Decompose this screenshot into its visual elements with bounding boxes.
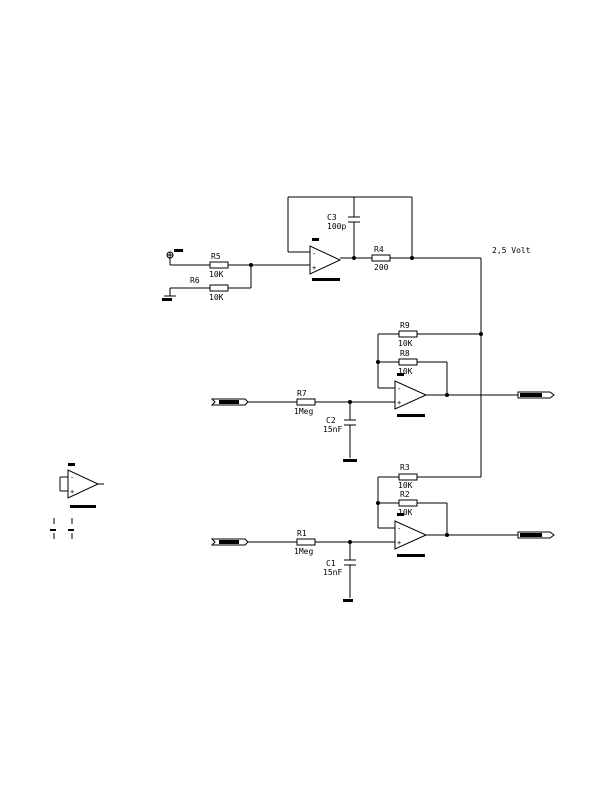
u2-minus-pin: - [397,385,401,393]
ground-symbol [343,599,353,602]
resistor-r9: R9 10K [398,321,418,348]
ground-symbol [343,459,357,462]
r4-value: 200 [374,263,389,272]
c2-ref: C2 [326,416,336,425]
output-connector-1 [517,391,555,399]
power-pin-markers [50,518,74,539]
capacitor-c1: C1 15nF [323,559,356,577]
opamp-u3: - + [394,513,428,557]
r7-value: 1Meg [294,407,313,416]
r8-ref: R8 [400,349,410,358]
junction-dot [479,332,483,336]
r8-value: 10K [398,367,413,376]
resistor-r4: R4 200 [371,245,391,272]
resistor-r6: R6 10K [190,276,229,302]
c3-ref: C3 [327,213,337,222]
resistor-r2: R2 10K [398,490,418,517]
capacitor-c3: C3 100p [327,213,360,231]
resistor-r1: R1 1Meg [294,529,316,556]
r3-ref: R3 [400,463,410,472]
u3-plus-pin: + [397,539,401,547]
r9-ref: R9 [400,321,410,330]
c2-value: 15nF [323,425,342,434]
capacitor-c2: C2 15nF [323,416,356,434]
c1-ref: C1 [326,559,336,568]
r3-value: 10K [398,481,413,490]
spare-minus-pin: - [70,474,74,482]
r9-value: 10K [398,339,413,348]
c3-value: 100p [327,222,346,231]
input-connector-1 [210,398,249,406]
opamp-spare: - + [59,463,104,508]
r2-value: 10K [398,508,413,517]
u1-minus-pin: - [312,250,316,258]
r4-ref: R4 [374,245,384,254]
ground-symbol [162,295,176,301]
power-input-symbol [166,249,183,259]
resistor-r3: R3 10K [398,463,418,490]
r1-ref: R1 [297,529,307,538]
output-connector-2 [517,531,555,539]
net-label-2v5: 2,5 Volt [492,246,531,255]
resistor-r8: R8 10K [398,349,418,376]
opamp-u1: - + [309,238,342,281]
r6-ref: R6 [190,276,200,285]
r1-value: 1Meg [294,547,313,556]
junction-dot [445,393,449,397]
r7-ref: R7 [297,389,307,398]
opamp-u2: - + [394,373,428,417]
resistor-r5: R5 10K [209,252,229,279]
u3-minus-pin: - [397,525,401,533]
u1-plus-pin: + [312,264,316,272]
u2-plus-pin: + [397,399,401,407]
r5-ref: R5 [211,252,221,261]
r6-value: 10K [209,293,224,302]
r2-ref: R2 [400,490,410,499]
r5-value: 10K [209,270,224,279]
c1-value: 15nF [323,568,342,577]
resistor-r7: R7 1Meg [294,389,316,416]
junction-dot [445,533,449,537]
input-connector-2 [210,538,249,546]
spare-plus-pin: + [70,488,74,496]
